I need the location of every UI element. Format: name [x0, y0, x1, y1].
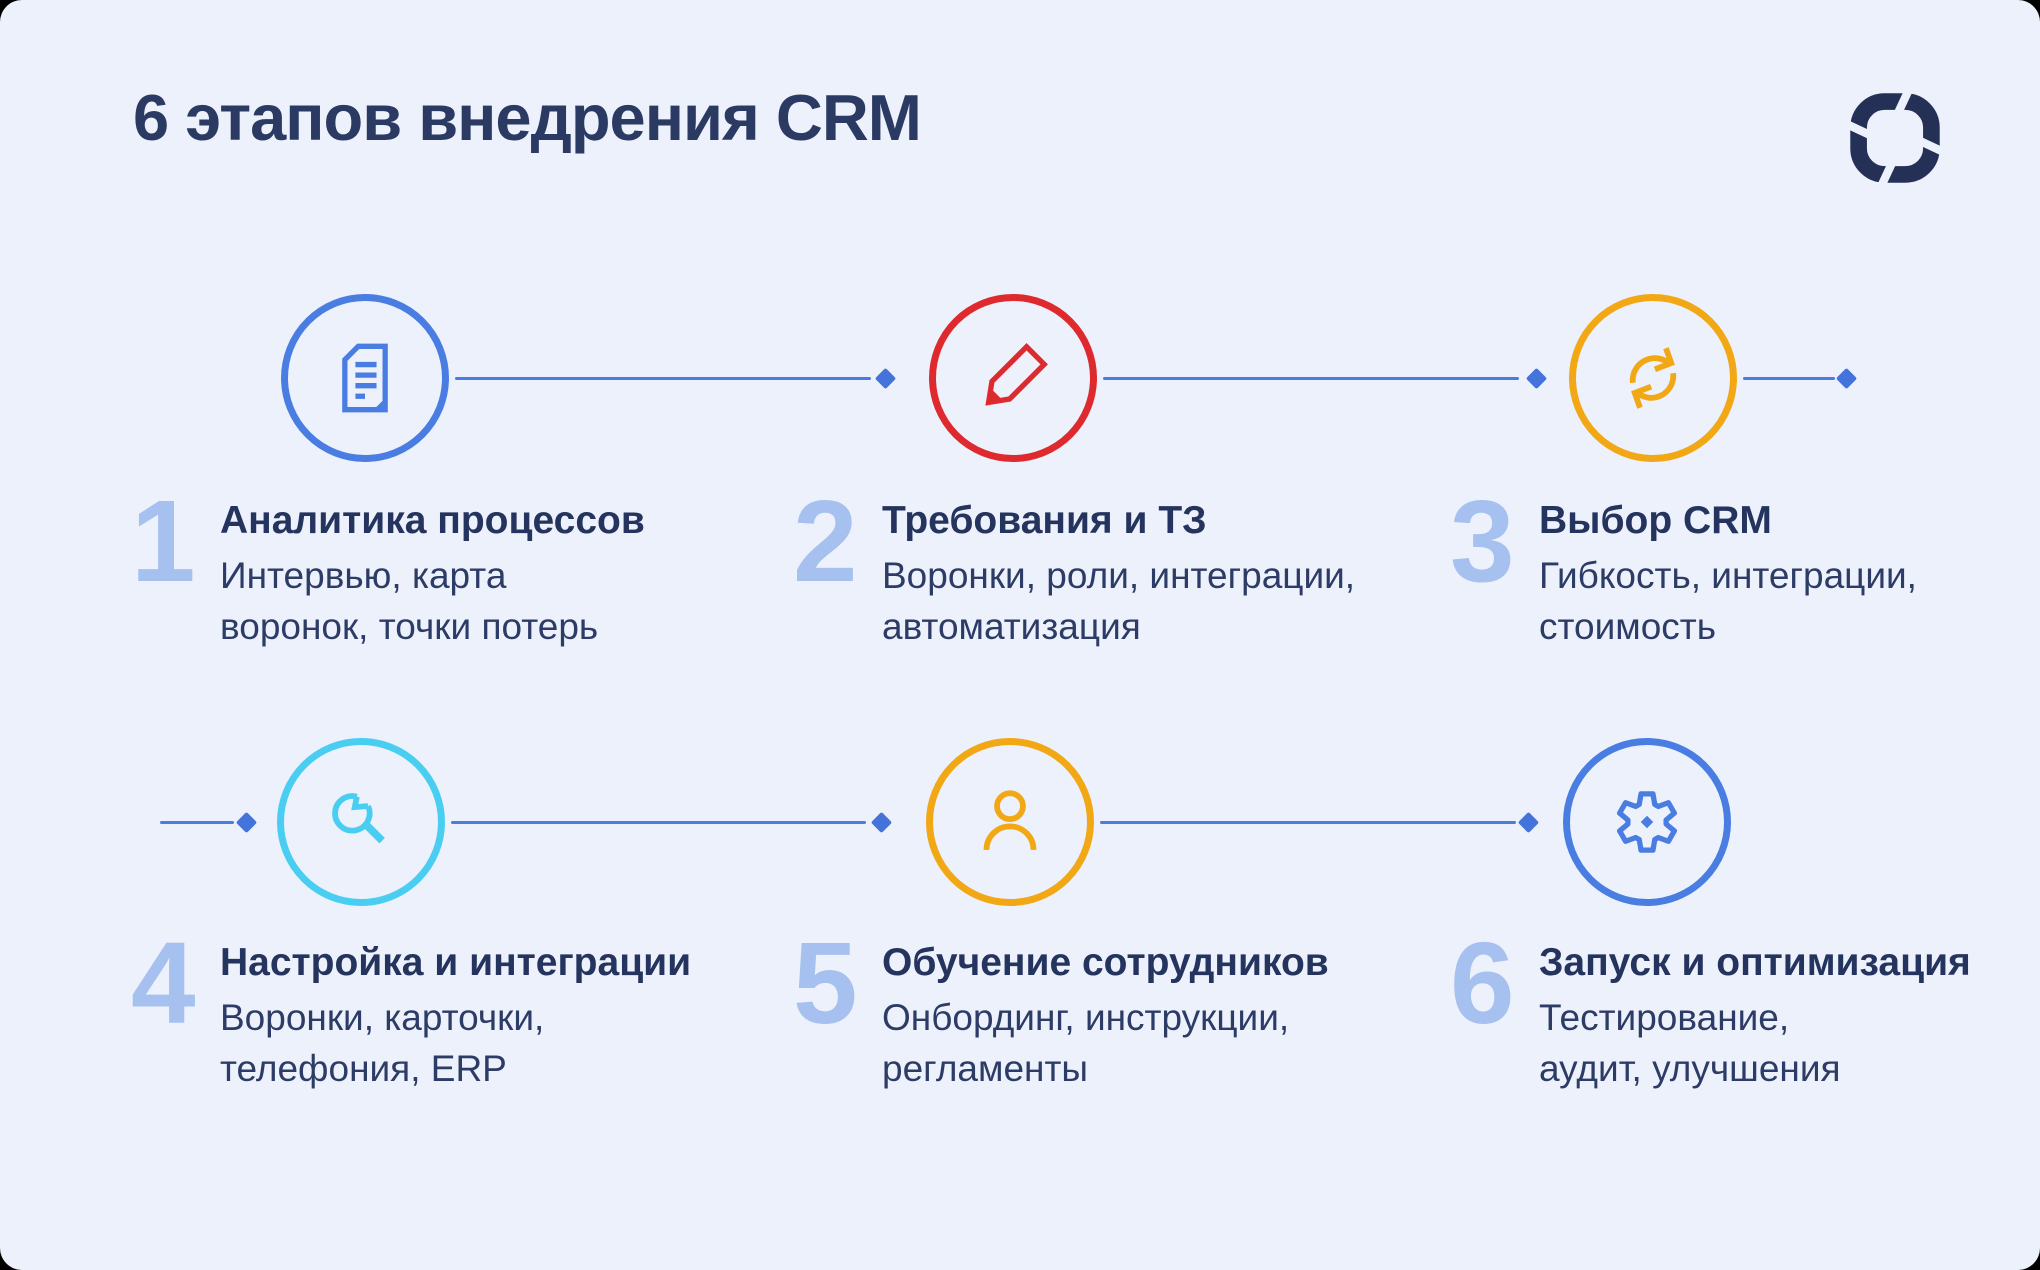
- step-title: Аналитика процессов: [220, 499, 645, 542]
- connector-arrow-diamond: [870, 811, 893, 834]
- connector-line: [1103, 377, 1519, 380]
- pencil-icon: [985, 343, 1048, 406]
- step-description-line: воронок, точки потерь: [220, 606, 599, 648]
- step-item: 5 Обучение сотрудников Онбординг, инстру…: [793, 918, 1329, 1094]
- document-icon: [342, 343, 388, 413]
- step-number: 6: [1450, 918, 1515, 1048]
- step-description: Интервью, карта воронок, точки потерь: [220, 550, 645, 652]
- connector-line: [160, 821, 234, 824]
- connector-line: [451, 821, 866, 824]
- step-description: Воронки, роли, интеграции, автоматизация: [882, 550, 1355, 652]
- step-circle-4: [277, 738, 445, 906]
- step-circle-2: [929, 294, 1097, 462]
- step-title: Запуск и оптимизация: [1539, 941, 1971, 984]
- step-description-line: Воронки, роли, интеграции,: [882, 555, 1356, 597]
- step-description: Гибкость, интеграции, стоимость: [1539, 550, 1917, 652]
- step-circle-5: [926, 738, 1094, 906]
- brand-logo-icon: [1843, 86, 1947, 190]
- step-description-line: Тестирование,: [1539, 997, 1790, 1039]
- step-title: Требования и ТЗ: [882, 499, 1207, 542]
- step-description: Онбординг, инструкции, регламенты: [882, 992, 1329, 1094]
- connector-line: [1100, 821, 1516, 824]
- step-number: 3: [1450, 476, 1515, 606]
- step-circle-6: [1563, 738, 1731, 906]
- step-description-line: телефония, ERP: [220, 1048, 507, 1090]
- step-number: 1: [131, 476, 196, 606]
- connector-arrow-diamond: [1517, 811, 1540, 834]
- step-title: Настройка и интеграции: [220, 941, 692, 984]
- step-description-line: Гибкость, интеграции,: [1539, 555, 1917, 597]
- gear-icon: [1617, 791, 1677, 853]
- step-description-line: регламенты: [882, 1048, 1088, 1090]
- step-item: 3 Выбор CRM Гибкость, интеграции, стоимо…: [1450, 476, 1917, 652]
- step-title: Обучение сотрудников: [882, 941, 1329, 984]
- step-item: 2 Требования и ТЗ Воронки, роли, интегра…: [793, 476, 1355, 652]
- wrench-icon: [332, 793, 385, 844]
- step-circle-3: [1569, 294, 1737, 462]
- step-description-line: аудит, улучшения: [1539, 1048, 1841, 1090]
- step-description-line: Воронки, карточки,: [220, 997, 545, 1039]
- connector-arrow-diamond: [1525, 367, 1548, 390]
- connector-arrow-diamond: [235, 811, 258, 834]
- step-title: Выбор CRM: [1539, 499, 1772, 542]
- step-item: 4 Настройка и интеграции Воронки, карточ…: [131, 918, 692, 1094]
- user-icon: [983, 790, 1037, 851]
- step-number: 2: [793, 476, 858, 606]
- step-number: 5: [793, 918, 858, 1048]
- step-description-line: стоимость: [1539, 606, 1717, 648]
- connector-line: [1743, 377, 1835, 380]
- step-circle-1: [281, 294, 449, 462]
- connector-line: [455, 377, 871, 380]
- step-description-line: автоматизация: [882, 606, 1141, 648]
- step-number: 4: [131, 918, 196, 1048]
- connector-arrow-diamond: [1835, 367, 1858, 390]
- step-description-line: Интервью, карта: [220, 555, 507, 597]
- page-title: 6 этапов внедрения CRM: [133, 81, 922, 154]
- step-description-line: Онбординг, инструкции,: [882, 997, 1290, 1039]
- sync-icon: [1629, 347, 1677, 409]
- step-description: Тестирование, аудит, улучшения: [1539, 992, 1971, 1094]
- step-item: 1 Аналитика процессов Интервью, карта во…: [131, 476, 645, 652]
- step-item: 6 Запуск и оптимизация Тестирование, ауд…: [1450, 918, 1971, 1094]
- step-description: Воронки, карточки, телефония, ERP: [220, 992, 691, 1094]
- connector-arrow-diamond: [874, 367, 897, 390]
